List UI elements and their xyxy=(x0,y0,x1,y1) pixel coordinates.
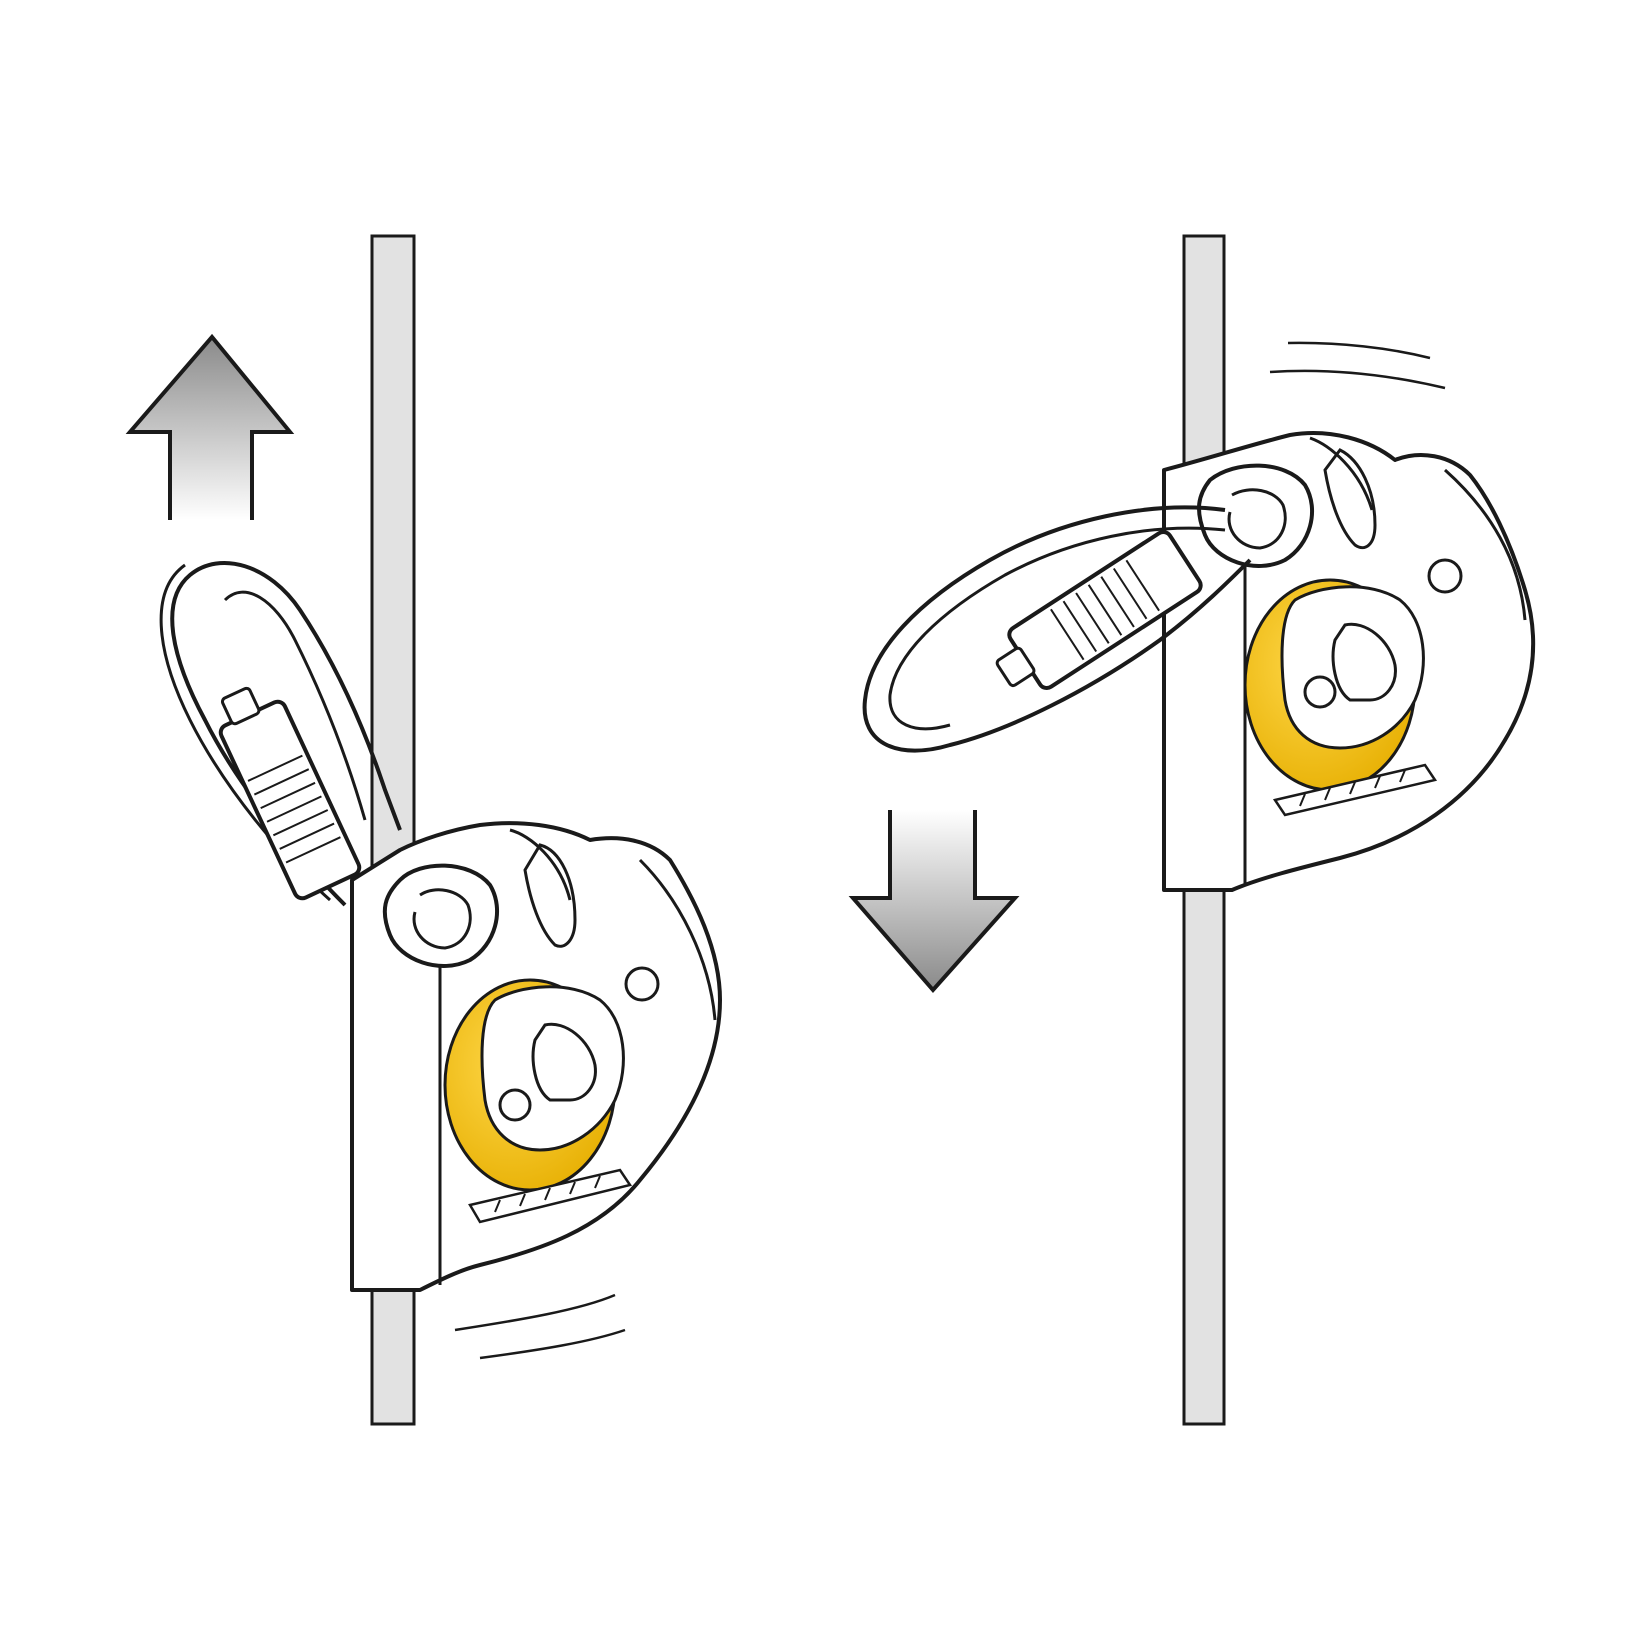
left-panel xyxy=(125,234,722,1426)
rope-clamp-icon xyxy=(350,821,722,1292)
motion-lines-icon xyxy=(1269,341,1446,390)
carabiner-icon xyxy=(862,505,1252,753)
rope-clamp-icon xyxy=(1162,431,1536,892)
arrow-down-icon xyxy=(848,810,1020,994)
motion-lines-icon xyxy=(454,1293,626,1360)
right-panel xyxy=(848,234,1536,1426)
carabiner-icon xyxy=(159,560,402,907)
arrow-up-icon xyxy=(125,333,295,520)
